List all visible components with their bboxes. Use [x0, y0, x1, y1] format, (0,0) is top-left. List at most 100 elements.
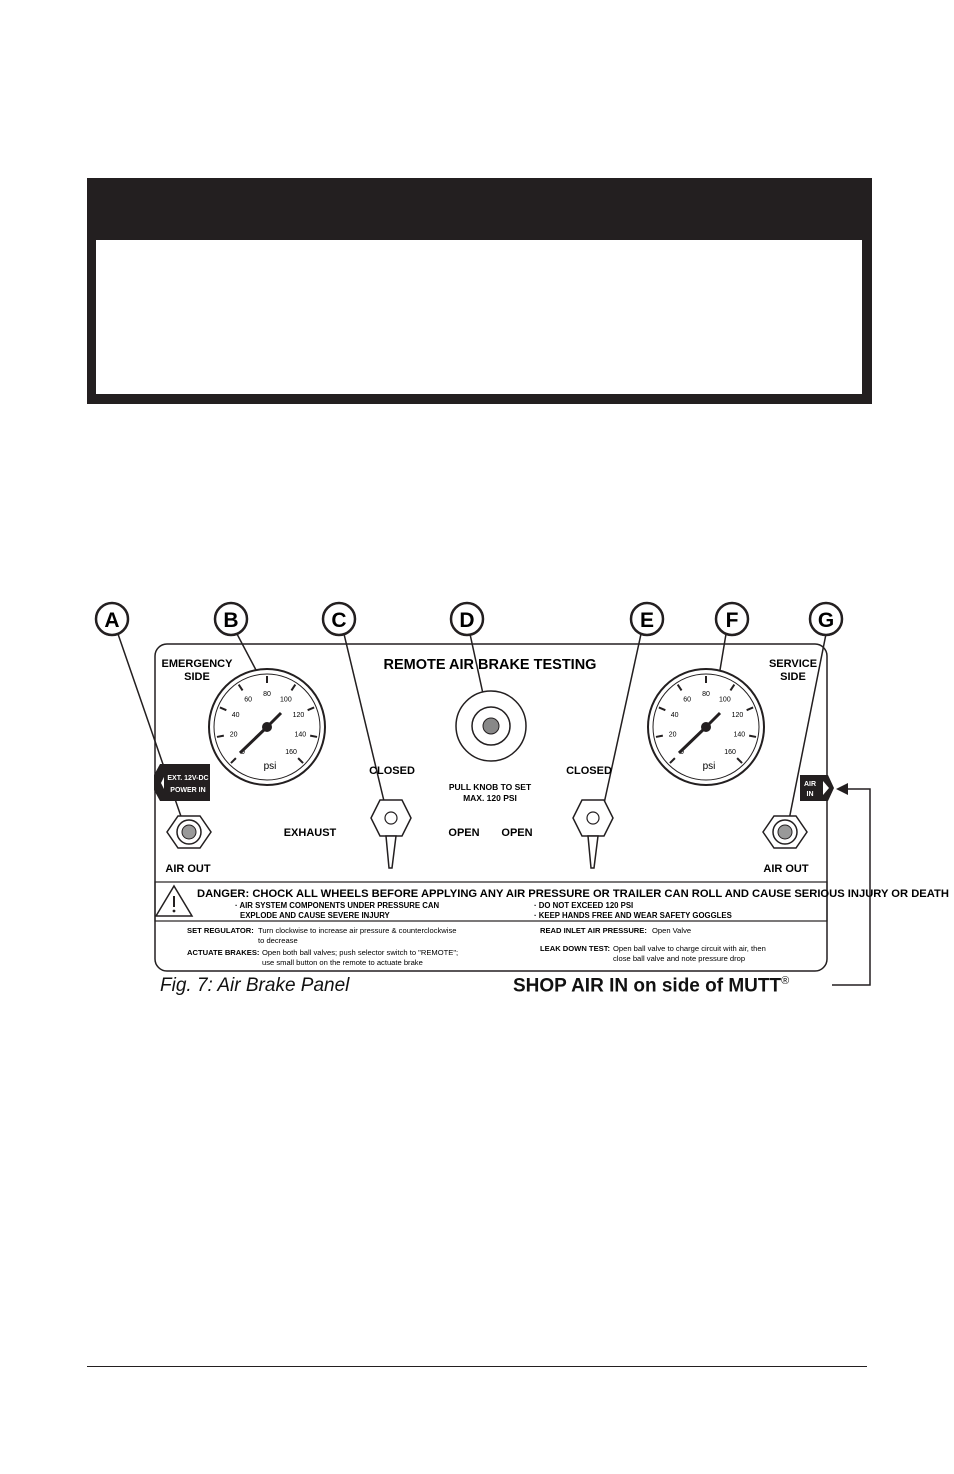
gauge-tick-label: 20 [669, 732, 677, 739]
gauge-tick-label: 0 [241, 749, 245, 756]
gauge-tick-label: 160 [285, 749, 297, 756]
gauge-tick [748, 734, 757, 738]
danger-bullet-1-line-1: · AIR SYSTEM COMPONENTS UNDER PRESSURE C… [235, 901, 440, 910]
gauge-tick-label: 40 [232, 712, 240, 719]
emergency-side-label-2: SIDE [184, 671, 210, 683]
svg-text:EXT. 12V-DC: EXT. 12V-DC [167, 775, 208, 782]
actuate-brakes-label: ACTUATE BRAKES: [187, 948, 259, 957]
gauge-tick [736, 757, 743, 764]
danger-bullet-2: · DO NOT EXCEED 120 PSI [534, 901, 633, 910]
danger-heading: DANGER: CHOCK ALL WHEELS BEFORE APPLYING… [197, 888, 949, 900]
gauge-tick [669, 757, 676, 764]
gauge-tick-label: 100 [280, 697, 292, 704]
ball-valve-right[interactable] [572, 799, 614, 869]
svg-text:E: E [640, 609, 654, 632]
panel-outline [154, 643, 828, 972]
read-inlet-value: Open Valve [652, 926, 691, 935]
leak-down-text-1: Open ball valve to charge circuit with a… [613, 944, 766, 953]
gauge-tick [297, 757, 304, 764]
actuate-brakes-text-2: use small button on the remote to actuat… [262, 958, 423, 967]
gauge-tick-label: 80 [702, 691, 710, 698]
closed-label-left: CLOSED [369, 765, 415, 777]
air-out-label-right: AIR OUT [763, 863, 809, 875]
gauge-tick-label: 120 [293, 712, 305, 719]
gauge-tick-label: 60 [683, 697, 691, 704]
callout-e: E [629, 601, 665, 637]
service-side-label-2: SIDE [780, 671, 806, 683]
svg-text:B: B [223, 609, 238, 632]
gauge-needle [238, 725, 269, 755]
gauge-tick [676, 684, 683, 691]
gauge-unit: psi [703, 761, 716, 772]
gauge-tick-label: 80 [263, 691, 271, 698]
svg-text:F: F [726, 609, 739, 632]
figure-caption: Fig. 7: Air Brake Panel [160, 975, 350, 996]
closed-label-right: CLOSED [566, 765, 612, 777]
gauge-tick-label: 0 [680, 749, 684, 756]
footer-rule [87, 1366, 867, 1367]
gauge-tick [290, 684, 297, 691]
gauge-tick [307, 706, 315, 712]
actuate-brakes-text-1: Open both ball valves; push selector swi… [262, 948, 458, 957]
svg-text:POWER IN: POWER IN [170, 787, 205, 794]
gauge-tick [729, 684, 736, 691]
gauge-tick-label: 160 [724, 749, 736, 756]
set-regulator-text-2: to decrease [258, 936, 298, 945]
gauge-tick-label: 120 [732, 712, 744, 719]
gauge-tick [746, 706, 754, 712]
svg-text:IN: IN [807, 791, 814, 798]
air-out-fitting-right[interactable] [762, 815, 808, 849]
callout-d: D [449, 601, 485, 637]
set-regulator-label: SET REGULATOR: [187, 926, 254, 935]
registered-mark: ® [781, 975, 790, 987]
svg-text:D: D [459, 609, 474, 632]
gauge-tick [658, 706, 666, 712]
gauge-tick-label: 140 [295, 732, 307, 739]
danger-bullet-1-line-2: EXPLODE AND CAUSE SEVERE INJURY [240, 911, 391, 920]
read-inlet-label: READ INLET AIR PRESSURE: [540, 926, 647, 935]
air-in-tag: AIR IN [800, 775, 834, 801]
power-in-tag: EXT. 12V-DC POWER IN [154, 764, 210, 801]
air-out-fitting-left[interactable] [166, 815, 212, 849]
gauge-needle [677, 725, 708, 755]
gauge-tick [309, 734, 318, 738]
open-label-left: OPEN [448, 827, 479, 839]
gauge-tick [219, 706, 227, 712]
shop-air-note-text: SHOP AIR IN on side of MUTT [513, 975, 782, 997]
emergency-side-label-1: EMERGENCY [162, 658, 234, 670]
leak-down-label: LEAK DOWN TEST: [540, 944, 610, 953]
callout-a: A [94, 601, 130, 637]
service-side-label-1: SERVICE [769, 658, 817, 670]
danger-bullet-3: · KEEP HANDS FREE AND WEAR SAFETY GOGGLE… [534, 911, 732, 920]
svg-text:AIR: AIR [804, 781, 816, 788]
regulator-instruction-1: PULL KNOB TO SET [449, 782, 532, 792]
gauge-tick [237, 684, 244, 691]
callout-f: F [714, 601, 750, 637]
leak-down-text-2: close ball valve and note pressure drop [613, 954, 745, 963]
regulator-instruction-2: MAX. 120 PSI [463, 793, 517, 803]
shop-air-note: SHOP AIR IN on side of MUTT® [513, 975, 789, 997]
gauge-tick-label: 20 [230, 732, 238, 739]
air-out-label-left: AIR OUT [165, 863, 211, 875]
gauge-tick-label: 40 [671, 712, 679, 719]
gauge-tick [216, 734, 225, 738]
gauge-tick [655, 734, 664, 738]
callout-b: B [213, 601, 249, 637]
warning-triangle-icon [154, 884, 194, 917]
svg-text:A: A [104, 609, 119, 632]
gauge-tick-label: 60 [244, 697, 252, 704]
exhaust-label: EXHAUST [284, 827, 337, 839]
ball-valve-left[interactable] [370, 799, 412, 869]
svg-text:G: G [818, 609, 834, 632]
shop-air-arrow [832, 783, 871, 986]
callout-c: C [321, 601, 357, 637]
danger-box [154, 881, 828, 922]
warning-body [96, 240, 862, 394]
svg-text:C: C [331, 609, 346, 632]
regulator-knob[interactable] [455, 690, 527, 762]
gauge-tick-label: 140 [734, 732, 746, 739]
open-label-right: OPEN [501, 827, 532, 839]
